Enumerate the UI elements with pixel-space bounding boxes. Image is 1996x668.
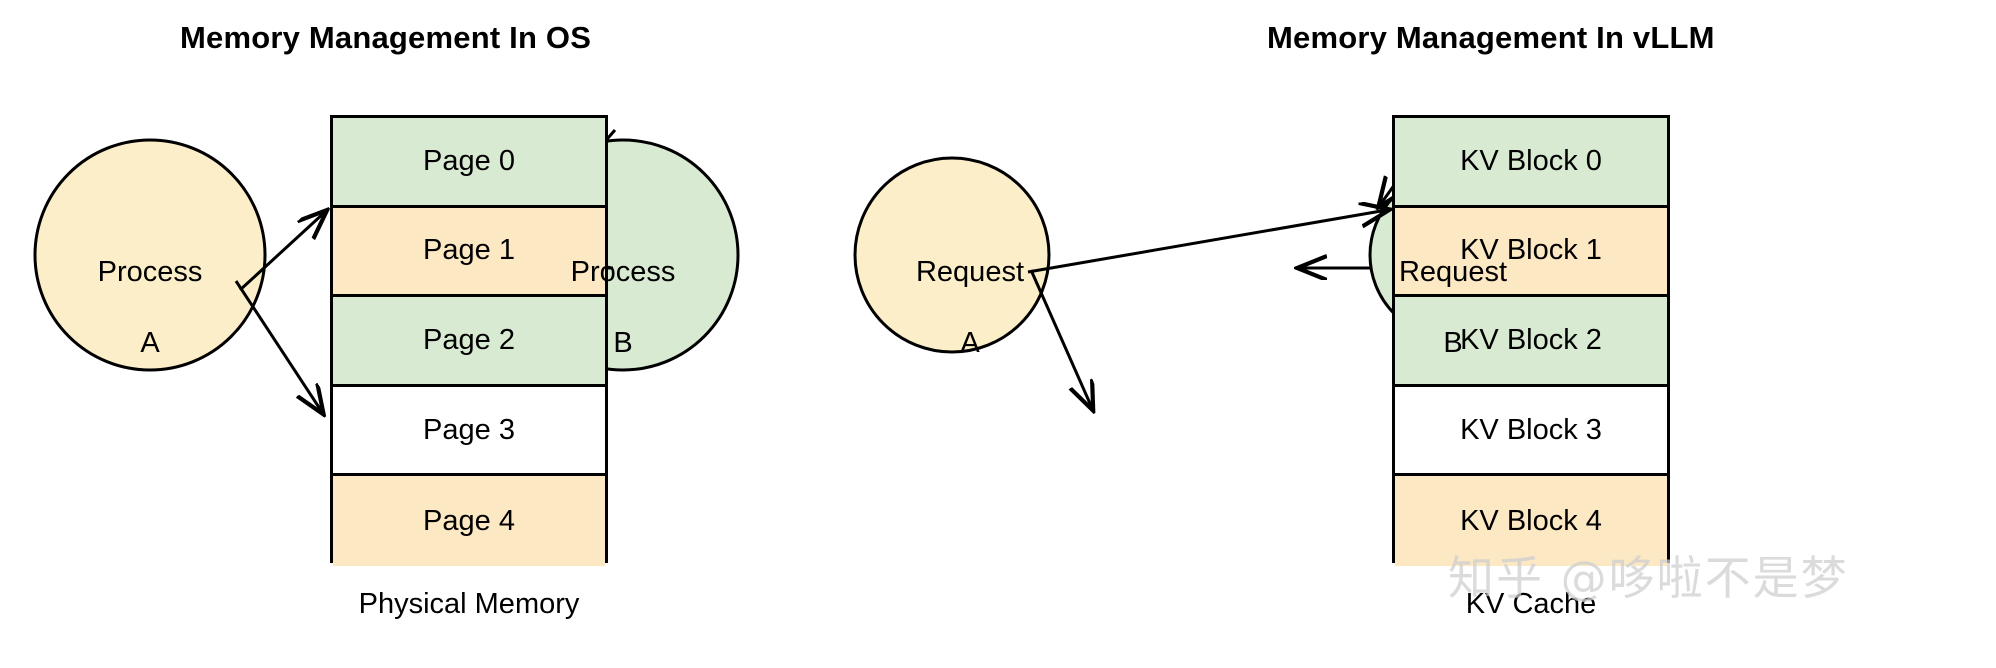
row-label: KV Block 3 (1460, 413, 1602, 446)
node-process-a (33, 138, 267, 372)
table-row[interactable]: Page 4 (333, 476, 605, 566)
table-row[interactable]: KV Block 2 (1395, 297, 1667, 387)
arrow-process-a-to-page1 (238, 212, 325, 292)
table-row[interactable]: Page 2 (333, 297, 605, 387)
arrow-request-a-to-kvblock4 (1029, 269, 1092, 408)
arrow-process-a-to-page4 (234, 280, 322, 412)
physical-memory-table: Page 0 Page 1 Page 2 Page 3 Page 4 (330, 115, 608, 566)
row-label: Page 3 (423, 413, 515, 446)
arrow-request-a-to-kvblock1 (1027, 210, 1387, 274)
row-label: KV Block 1 (1460, 234, 1602, 267)
node-request-a (853, 156, 1051, 354)
caption-kv-cache: KV Cache (1465, 588, 1597, 620)
kv-cache-table: KV Block 0 KV Block 1 KV Block 2 KV Bloc… (1392, 115, 1670, 566)
table-row[interactable]: KV Block 1 (1395, 207, 1667, 298)
watermark-text: 知乎 @哆啦不是梦 (1448, 551, 1849, 605)
table-row[interactable]: Page 3 (333, 386, 605, 477)
panel-title-vllm: Memory Management In vLLM (1267, 20, 1715, 55)
row-label: Page 1 (423, 234, 515, 267)
row-label: Page 4 (423, 504, 515, 537)
table-row[interactable]: Page 0 (333, 118, 605, 208)
table-row[interactable]: KV Block 4 (1395, 476, 1667, 566)
panel-title-os: Memory Management In OS (180, 20, 592, 55)
caption-physical-memory: Physical Memory (358, 588, 580, 620)
table-row[interactable]: KV Block 0 (1395, 118, 1667, 208)
table-row[interactable]: KV Block 3 (1395, 386, 1667, 477)
table-row[interactable]: Page 1 (333, 207, 605, 298)
row-label: KV Block 4 (1460, 504, 1602, 537)
row-label: Page 2 (423, 323, 515, 356)
row-label: Page 0 (423, 144, 515, 177)
row-label: KV Block 2 (1460, 323, 1602, 356)
row-label: KV Block 0 (1460, 144, 1602, 177)
